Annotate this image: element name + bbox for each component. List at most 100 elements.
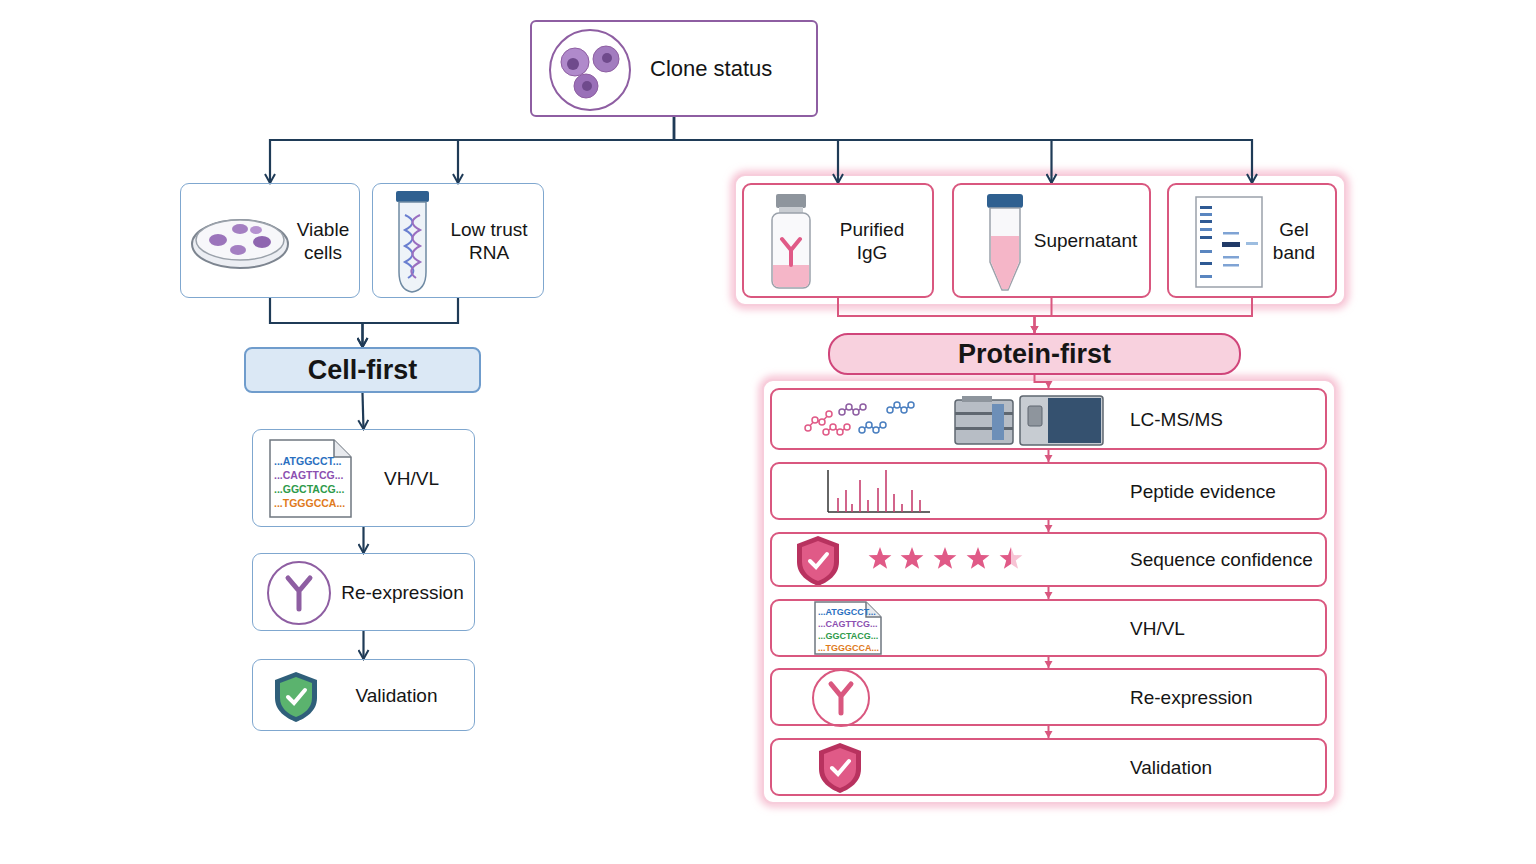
connector-arrow bbox=[838, 298, 1035, 333]
residue bbox=[887, 407, 893, 413]
residue bbox=[866, 422, 872, 428]
sequence-document-icon bbox=[270, 440, 351, 517]
antibody-icon bbox=[813, 670, 869, 726]
residue bbox=[805, 425, 811, 431]
status-box: Clone status bbox=[530, 20, 818, 117]
residue bbox=[880, 422, 886, 428]
residue bbox=[823, 429, 829, 435]
connector-arrow bbox=[363, 298, 459, 347]
shield-icon bbox=[275, 672, 317, 722]
rating-star bbox=[934, 547, 957, 569]
process-box: Purified IgG bbox=[742, 183, 934, 298]
node-label: Protein-first bbox=[840, 338, 1229, 370]
residue bbox=[908, 402, 914, 408]
spectrum-peak bbox=[867, 500, 869, 512]
sequence-text: ...CAGTTCG... bbox=[274, 470, 343, 481]
rating-star bbox=[869, 547, 892, 569]
gel-band bbox=[1200, 213, 1212, 216]
residue bbox=[901, 407, 907, 413]
connector-arrow bbox=[270, 117, 674, 183]
icons bbox=[192, 30, 1262, 793]
node-label: Peptide evidence bbox=[1130, 480, 1317, 503]
node-label: VH/VL bbox=[1130, 617, 1317, 640]
conical-tube-icon bbox=[987, 194, 1023, 290]
process-box: Gel band bbox=[1167, 183, 1337, 298]
pathway-header: Protein-first bbox=[828, 333, 1241, 375]
gel-band bbox=[1200, 275, 1212, 278]
vial-icon bbox=[772, 194, 810, 288]
process-box: Supernatant bbox=[952, 183, 1151, 298]
gel-band bbox=[1200, 206, 1212, 209]
spectrum-peak bbox=[919, 500, 921, 512]
residue bbox=[894, 402, 900, 408]
spectrum-peak bbox=[851, 504, 853, 512]
residue bbox=[837, 429, 843, 435]
sequence-document-icon bbox=[815, 602, 881, 654]
sequence-text: ...TGGGCCA... bbox=[274, 498, 345, 509]
connector-arrow bbox=[362, 631, 364, 659]
node-label: Re-expression bbox=[337, 581, 468, 604]
connector-arrow bbox=[270, 298, 363, 347]
connector-arrow bbox=[1048, 726, 1050, 738]
rating-star bbox=[901, 547, 924, 569]
residue bbox=[812, 417, 818, 423]
residue bbox=[860, 404, 866, 410]
residue bbox=[819, 419, 825, 425]
connector-arrow bbox=[1035, 375, 1049, 388]
spectrum-peak bbox=[901, 504, 903, 512]
sequence-text: ...GGCTACG... bbox=[818, 632, 878, 641]
gel-band bbox=[1223, 232, 1239, 235]
spectrum-peak bbox=[837, 498, 839, 512]
process-box: Validation bbox=[770, 738, 1327, 796]
gel-band bbox=[1200, 220, 1212, 223]
connector-arrow bbox=[674, 117, 1052, 183]
process-box: Sequence confidence bbox=[770, 532, 1327, 587]
connector-arrow bbox=[1048, 587, 1050, 599]
node-label: Cell-first bbox=[256, 354, 469, 386]
gel-band bbox=[1223, 264, 1239, 267]
spectrum-peak bbox=[877, 488, 879, 512]
spectrum-peak bbox=[893, 494, 895, 512]
rna-tube-icon bbox=[396, 191, 429, 292]
gel-band bbox=[1200, 228, 1212, 231]
peptide-chain bbox=[808, 414, 829, 428]
connector-arrow bbox=[363, 393, 364, 429]
node-label: Validation bbox=[1130, 756, 1317, 779]
antibody-icon bbox=[268, 562, 330, 624]
process-box: LC-MS/MS bbox=[770, 388, 1327, 450]
sequence-text: ...CAGTTCG... bbox=[818, 620, 878, 629]
residue bbox=[826, 411, 832, 417]
node-label: VH/VL bbox=[359, 467, 464, 490]
spectrum-icon bbox=[828, 470, 930, 512]
node-label: Re-expression bbox=[1130, 686, 1317, 709]
residue bbox=[830, 424, 836, 430]
rating-stars bbox=[869, 547, 1023, 569]
cells-icon bbox=[550, 30, 630, 110]
node-label: Low trust RNA bbox=[445, 218, 533, 264]
spectrum-peak bbox=[845, 490, 847, 512]
node-label: LC-MS/MS bbox=[1130, 408, 1317, 431]
connector-arrow bbox=[1048, 657, 1050, 668]
peptide-icon bbox=[805, 402, 914, 435]
connector-arrow bbox=[362, 527, 364, 553]
gel-band bbox=[1200, 236, 1212, 239]
node-label: Sequence confidence bbox=[1130, 548, 1317, 571]
connector-arrow bbox=[458, 117, 674, 183]
residue bbox=[859, 427, 865, 433]
residue bbox=[839, 409, 845, 415]
residue bbox=[873, 427, 879, 433]
process-box: Re-expression bbox=[770, 668, 1327, 726]
sequence-text: ...GGCTACG... bbox=[274, 484, 344, 495]
connector-arrow bbox=[1035, 298, 1253, 333]
mass-spectrometer-icon bbox=[955, 396, 1103, 445]
node-label: Clone status bbox=[650, 56, 802, 82]
process-box: Low trust RNA bbox=[372, 183, 544, 298]
gel-band bbox=[1223, 256, 1239, 259]
shield-icon bbox=[797, 536, 839, 586]
sequence-text: ...ATGGCCT... bbox=[274, 456, 341, 467]
connector-arrow bbox=[674, 117, 1252, 183]
group-panel bbox=[735, 175, 1345, 803]
connector-arrow bbox=[1048, 520, 1050, 532]
